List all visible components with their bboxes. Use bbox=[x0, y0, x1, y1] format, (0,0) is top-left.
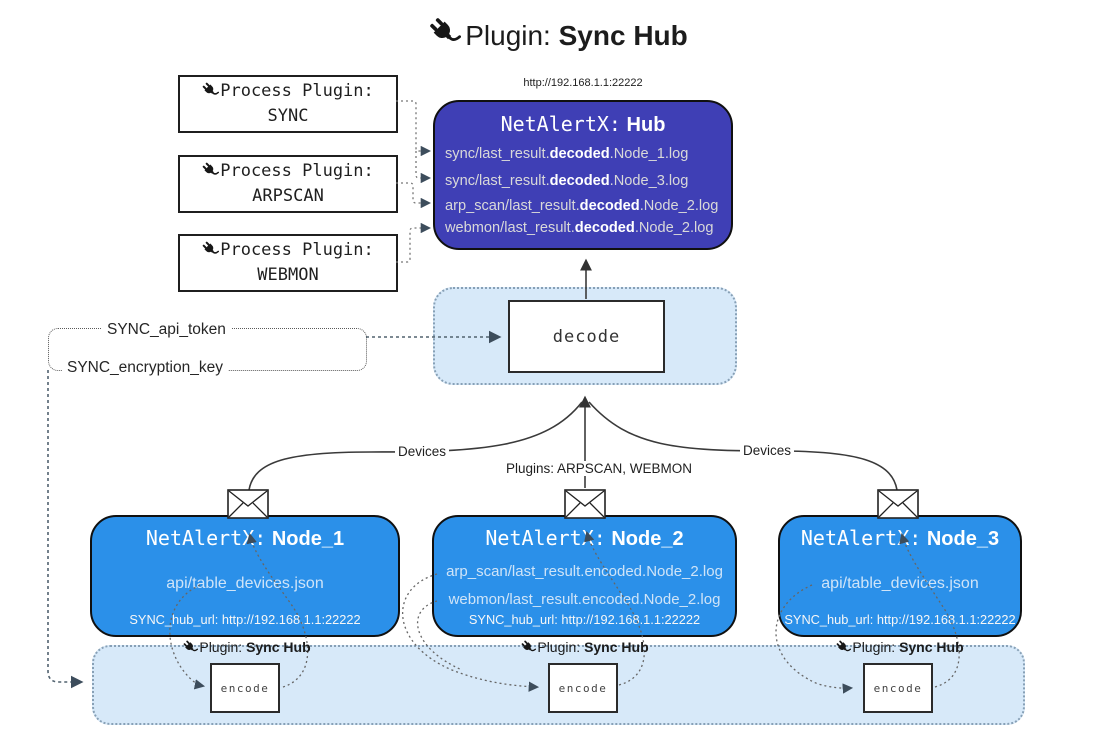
sync-encryption-key-label: SYNC_encryption_key bbox=[62, 359, 228, 377]
node-hub-url: SYNC_hub_url: http://192.168.1.1:22222 bbox=[784, 612, 1016, 627]
hub-title-name: Hub bbox=[626, 114, 666, 136]
encoder-label-1: Plugin: Sync Hub bbox=[162, 638, 332, 656]
connector-arpscan-log3 bbox=[396, 182, 432, 209]
hub-log-line: sync/last_result.decoded.Node_3.log bbox=[445, 173, 689, 189]
process-plugin-box-webmon: Process Plugin: WEBMON bbox=[178, 234, 398, 292]
edge-label-plugins: Plugins: ARPSCAN, WEBMON bbox=[503, 461, 696, 476]
encoder-label-2: Plugin: Sync Hub bbox=[500, 638, 670, 656]
node-box-node-2: NetAlertX: Node_2 arp_scan/last_result.e… bbox=[432, 515, 737, 637]
envelope-icon-node2 bbox=[564, 489, 606, 519]
process-plugin-connectors bbox=[396, 100, 432, 263]
node-title: NetAlertX: Node_3 bbox=[800, 526, 1000, 550]
page-title-name: Sync Hub bbox=[558, 20, 688, 51]
connector-webmon-log4 bbox=[396, 222, 432, 263]
node-file: api/table_devices.json bbox=[166, 575, 324, 592]
process-plugin-label: Process Plugin: bbox=[220, 161, 374, 181]
page-title: Plugin: Sync Hub bbox=[0, 14, 1117, 52]
node-box-node-3: NetAlertX: Node_3 api/table_devices.json… bbox=[778, 515, 1022, 637]
plug-icon bbox=[520, 638, 537, 656]
process-plugin-name: WEBMON bbox=[257, 265, 319, 285]
process-plugin-box-sync: Process Plugin: SYNC bbox=[178, 75, 398, 133]
process-plugin-label: Process Plugin: bbox=[220, 81, 374, 101]
envelope-icons bbox=[227, 489, 919, 519]
process-plugin-line: Process Plugin: bbox=[201, 159, 374, 184]
hub-box: NetAlertX: Hub sync/last_result.decoded.… bbox=[433, 100, 733, 250]
decode-box: decode bbox=[508, 300, 665, 373]
edge-label-devices-left: Devices bbox=[395, 444, 450, 459]
plug-icon bbox=[201, 80, 220, 100]
plug-icon bbox=[835, 638, 852, 656]
node-file: arp_scan/last_result.encoded.Node_2.log bbox=[446, 563, 723, 580]
plug-icon bbox=[201, 239, 220, 259]
node-title: NetAlertX: Node_1 bbox=[145, 526, 345, 550]
connector-sync-log2 bbox=[415, 151, 432, 184]
hub-title: NetAlertX: Hub bbox=[435, 112, 731, 137]
process-plugin-box-arpscan: Process Plugin: ARPSCAN bbox=[178, 155, 398, 213]
plug-icon bbox=[182, 638, 199, 656]
process-plugin-name: ARPSCAN bbox=[252, 186, 324, 206]
node-title: NetAlertX: Node_2 bbox=[485, 526, 684, 550]
node-hub-url: SYNC_hub_url: http://192.168.1.1:22222 bbox=[129, 612, 361, 627]
edge-label-devices-right: Devices bbox=[740, 443, 795, 458]
hub-log-line: sync/last_result.decoded.Node_1.log bbox=[445, 146, 689, 162]
hub-title-prefix: NetAlertX: bbox=[500, 112, 621, 136]
encode-box-1: encode bbox=[210, 663, 280, 713]
process-plugin-line: Process Plugin: bbox=[201, 238, 374, 263]
process-plugin-label: Process Plugin: bbox=[220, 240, 374, 260]
node-hub-url: SYNC_hub_url: http://192.168.1.1:22222 bbox=[468, 612, 701, 627]
envelope-icon-node3 bbox=[877, 489, 919, 519]
page-title-prefix: Plugin: bbox=[465, 20, 551, 51]
node-file: webmon/last_result.encoded.Node_2.log bbox=[448, 591, 721, 608]
encoder-label-3: Plugin: Sync Hub bbox=[815, 638, 985, 656]
hub-log-line: webmon/last_result.decoded.Node_2.log bbox=[445, 220, 714, 236]
process-plugin-line: Process Plugin: bbox=[201, 79, 374, 104]
encode-box-2: encode bbox=[548, 663, 618, 713]
sync-api-token-label: SYNC_api_token bbox=[102, 321, 231, 339]
hub-url-label: http://192.168.1.1:22222 bbox=[523, 77, 643, 89]
process-plugin-name: SYNC bbox=[267, 106, 309, 126]
node-box-node-1: NetAlertX: Node_1 api/table_devices.json… bbox=[90, 515, 400, 637]
plug-icon bbox=[427, 14, 462, 50]
node-file: api/table_devices.json bbox=[821, 575, 979, 592]
connector-settings-to-encoders bbox=[47, 370, 84, 689]
encode-box-3: encode bbox=[863, 663, 933, 713]
plug-icon bbox=[201, 160, 220, 180]
connector-sync-log1 bbox=[396, 100, 432, 157]
hub-log-line: arp_scan/last_result.decoded.Node_2.log bbox=[445, 198, 719, 214]
envelope-icon-node1 bbox=[227, 489, 269, 519]
